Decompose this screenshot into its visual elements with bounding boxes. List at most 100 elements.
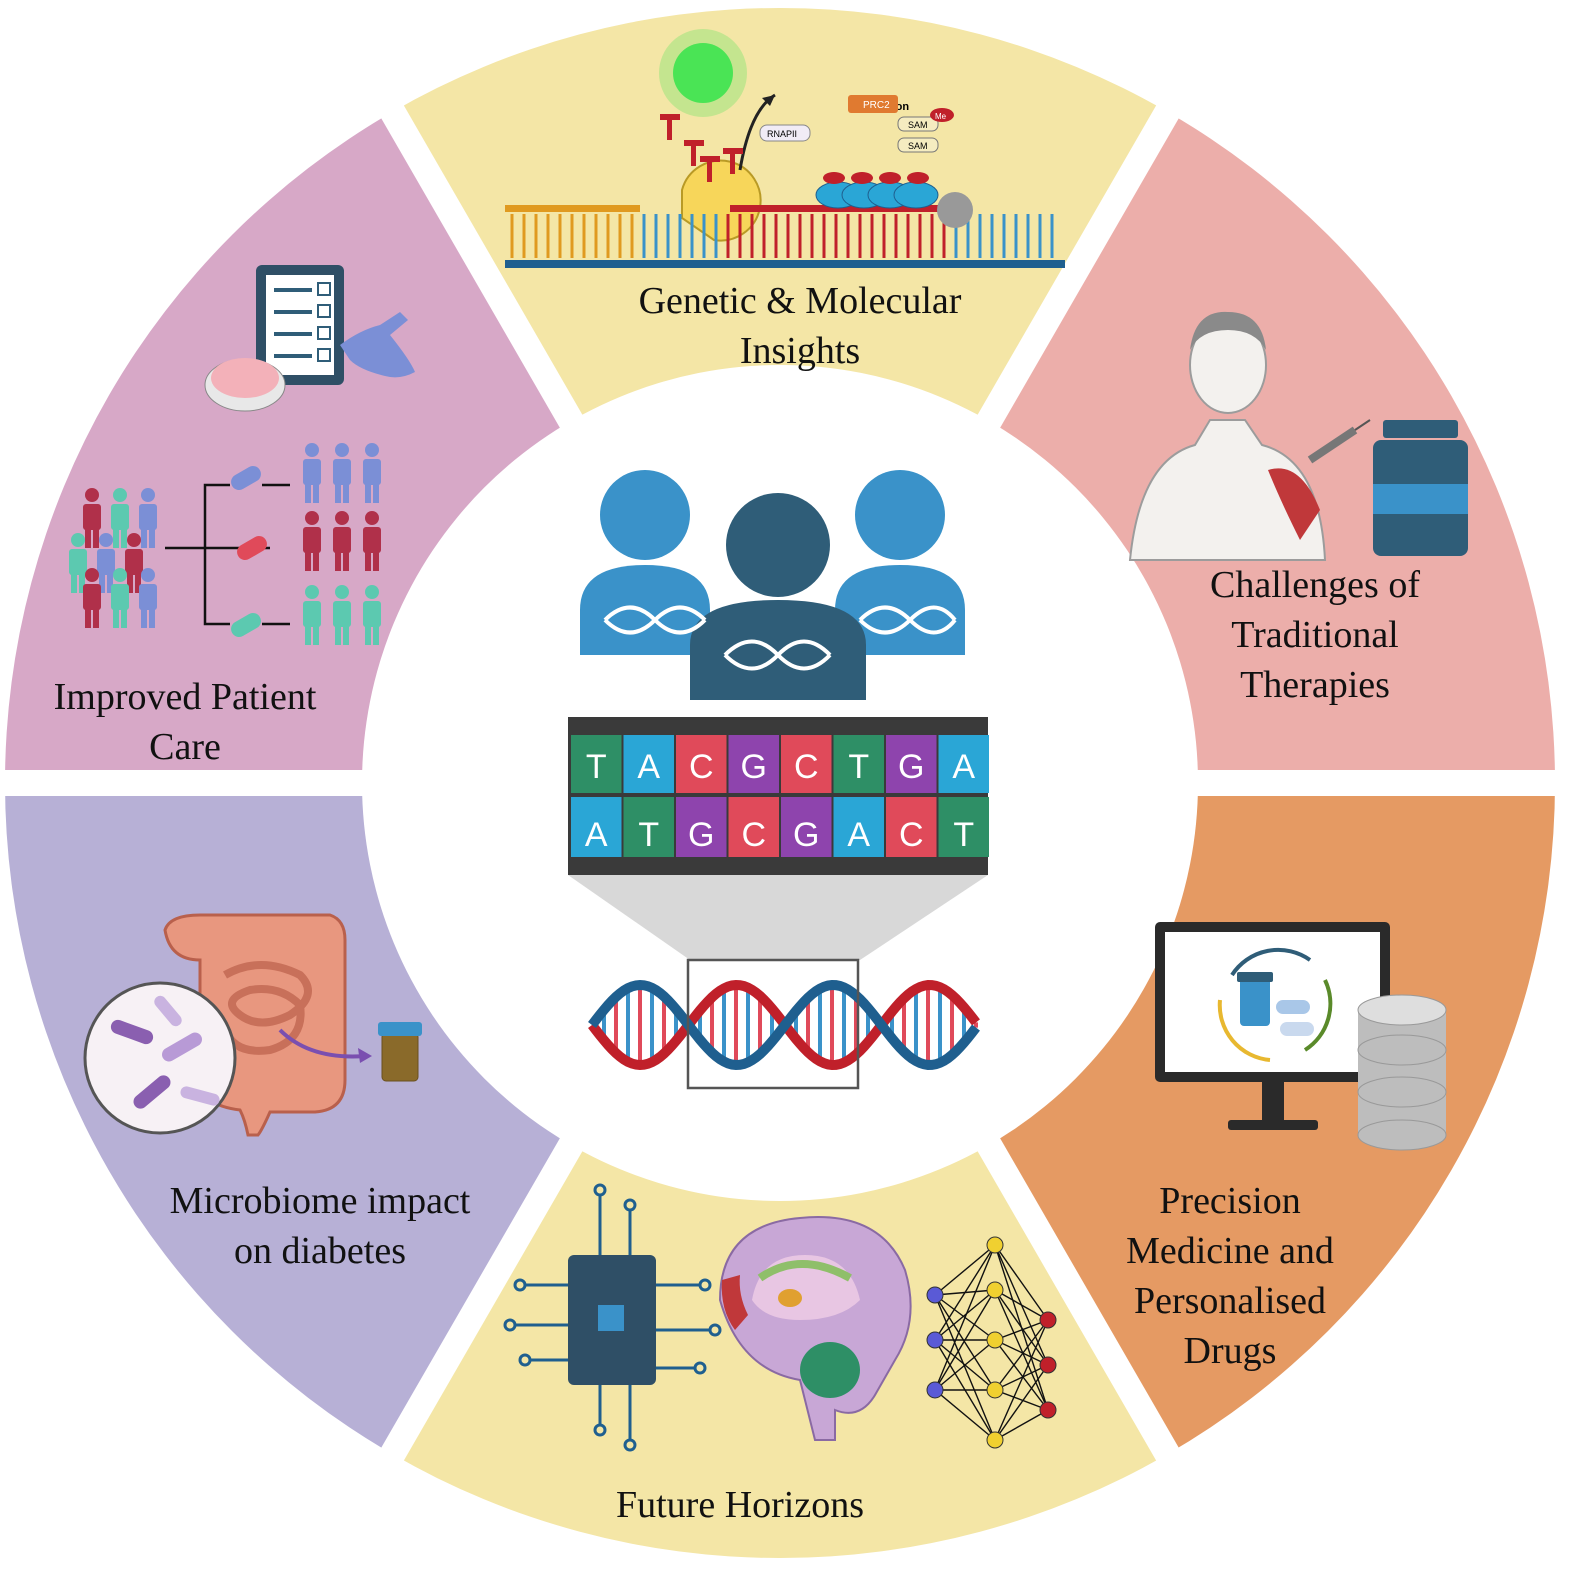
nn-node — [926, 1331, 944, 1349]
me-tag: Me — [935, 112, 947, 121]
crispr-cas-icon — [659, 29, 776, 242]
label-future-horizons: Future Horizons — [560, 1480, 920, 1530]
person-figure — [363, 585, 381, 645]
base-letter-bottom: T — [638, 816, 659, 854]
label-microbiome-line2: on diabetes — [233, 1230, 406, 1272]
nn-edge — [994, 1289, 1049, 1366]
person-figure — [83, 568, 101, 628]
helix-strand — [588, 979, 980, 1071]
prc2-tag: PRC2 — [863, 100, 890, 111]
base-letter-bottom: A — [585, 816, 608, 854]
label-patient-line2: Care — [149, 726, 221, 768]
patient-groups-icon — [69, 443, 381, 645]
label-challenges-line1: Challenges of — [1209, 564, 1420, 606]
segment-microbiome — [5, 783, 590, 1455]
nn-node — [1039, 1356, 1057, 1374]
base-pair: GC — [886, 735, 937, 857]
person-figure — [97, 533, 115, 593]
pill-icon — [165, 466, 290, 637]
nn-edge — [994, 1319, 1049, 1341]
base-letter-bottom: C — [741, 816, 766, 854]
nn-edge — [994, 1339, 1049, 1411]
sam-tag-2: SAM — [908, 141, 928, 151]
nn-edge — [994, 1409, 1049, 1441]
nn-node — [986, 1236, 1004, 1254]
base-letter-top: T — [586, 748, 607, 786]
label-genetic-line2: Insights — [739, 330, 861, 372]
label-precision-line1: Precision — [1159, 1180, 1301, 1222]
label-microbiome: Microbiome impact on diabetes — [120, 1176, 520, 1276]
person-figure — [333, 443, 351, 503]
base-letter-top: G — [741, 748, 767, 786]
monitor-icon — [1155, 922, 1390, 1130]
label-precision-line2: Medicine and — [1126, 1230, 1334, 1272]
base-letter-top: C — [794, 748, 819, 786]
label-challenges-line2: Traditional — [1231, 614, 1399, 656]
person-figure — [333, 511, 351, 571]
label-microbiome-line1: Microbiome impact — [169, 1180, 471, 1222]
person-figure — [363, 511, 381, 571]
person-figure — [363, 443, 381, 503]
segment-separator — [376, 1096, 607, 1470]
person-figure — [83, 488, 101, 548]
checklist-icon — [256, 265, 415, 385]
nn-node — [1039, 1401, 1057, 1419]
label-precision-line4: Drugs — [1183, 1330, 1277, 1372]
segment-genetic-molecular — [392, 7, 1168, 454]
database-icon — [1357, 994, 1447, 1151]
neural-network-icon — [926, 1236, 1057, 1449]
person-figure — [111, 488, 129, 548]
nn-edge — [934, 1244, 996, 1296]
person-figure — [333, 585, 351, 645]
label-precision-line3: Personalised — [1133, 1280, 1327, 1322]
person-figure — [69, 533, 87, 593]
brain-icon — [718, 1216, 912, 1441]
base-letter-bottom: G — [688, 816, 714, 854]
base-pair: AT — [623, 735, 674, 857]
base-letter-top: C — [689, 748, 714, 786]
base-letter-top: A — [637, 748, 660, 786]
nn-edge — [934, 1289, 996, 1341]
segment-ring — [5, 7, 1555, 1558]
nn-edge — [994, 1364, 1049, 1391]
nn-node — [1039, 1311, 1057, 1329]
person-figure — [125, 533, 143, 593]
base-pair: CG — [676, 735, 727, 857]
label-future-line1: Future Horizons — [615, 1484, 865, 1526]
nn-edge — [994, 1289, 1049, 1321]
base-letter-top: G — [898, 748, 924, 786]
segment-separator — [953, 1096, 1184, 1470]
segment-separator — [376, 96, 607, 470]
base-letter-bottom: A — [847, 816, 870, 854]
nn-edge — [994, 1244, 1049, 1321]
person-figure — [139, 568, 157, 628]
base-pair: CG — [781, 735, 832, 857]
base-letter-top: T — [848, 748, 869, 786]
nn-edge — [934, 1294, 996, 1441]
bacteria-icon — [83, 981, 237, 1135]
nn-edge — [994, 1389, 1049, 1411]
label-patient-line1: Improved Patient — [53, 676, 317, 718]
base-pair: AT — [938, 735, 989, 857]
nn-edge — [994, 1339, 1049, 1366]
methylation-icon: Methylation PRC2 RNAPII SAM SAM Me — [759, 95, 973, 228]
nn-edge — [994, 1364, 1049, 1441]
nn-node — [926, 1286, 944, 1304]
base-letter-bottom: T — [953, 816, 974, 854]
circuit-chip-icon — [503, 1183, 722, 1452]
nn-edge — [994, 1289, 1049, 1411]
nn-edge — [994, 1319, 1049, 1441]
base-letter-bottom: C — [899, 816, 924, 854]
nn-edge — [934, 1389, 996, 1441]
label-genetic-molecular: Genetic & Molecular Insights — [580, 276, 1020, 376]
sam-tag-1: SAM — [908, 120, 928, 130]
label-patient-care: Improved Patient Care — [20, 672, 350, 772]
pill-bottle-icon — [1237, 972, 1314, 1036]
nn-edge — [934, 1289, 996, 1391]
base-pair: TA — [833, 735, 884, 857]
segment-separator — [953, 96, 1184, 470]
label-precision-medicine: Precision Medicine and Personalised Drug… — [1080, 1176, 1380, 1376]
syringe-icon — [1307, 419, 1371, 464]
nn-node — [986, 1281, 1004, 1299]
